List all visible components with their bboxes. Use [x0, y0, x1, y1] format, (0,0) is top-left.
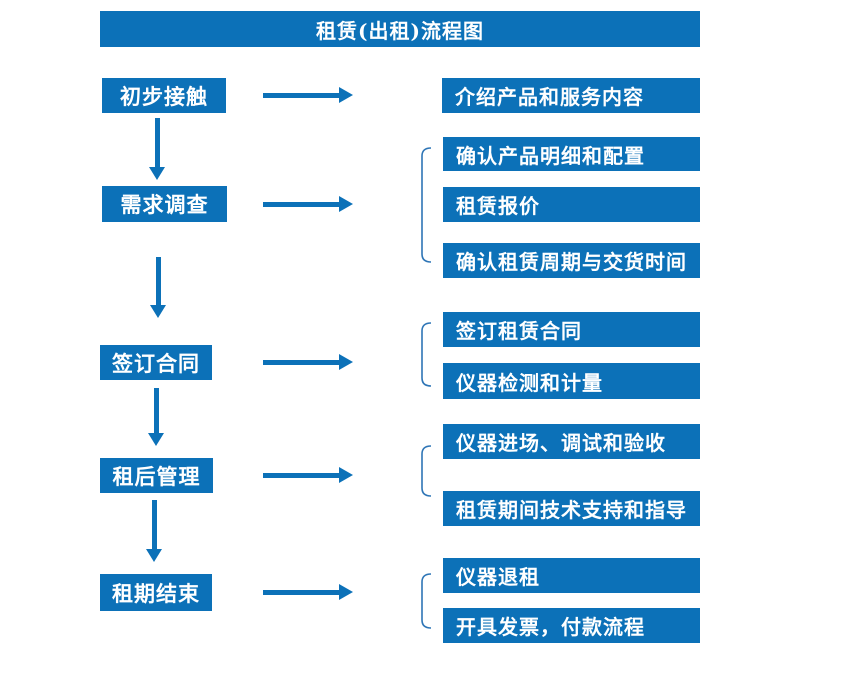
- arrow-head: [339, 584, 353, 600]
- down-arrow-icon: [150, 257, 166, 318]
- arrow-shaft: [151, 500, 157, 549]
- step-box-lease-end: 租期结束: [100, 574, 212, 611]
- arrow-shaft: [263, 201, 340, 207]
- arrow-shaft: [263, 359, 340, 365]
- arrow-head: [148, 433, 164, 446]
- arrow-shaft: [155, 257, 161, 305]
- detail-box-rental-tech-support-guidance: 租赁期间技术支持和指导: [443, 491, 700, 526]
- flowchart-title: 租赁(出租)流程图: [316, 18, 484, 43]
- step-box-initial-contact: 初步接触: [102, 78, 226, 113]
- detail-box-sign-rental-contract: 签订租赁合同: [443, 312, 700, 347]
- down-arrow-icon: [146, 500, 162, 562]
- group-bracket-icon: [421, 445, 432, 497]
- arrow-shaft: [153, 388, 159, 433]
- right-arrow-icon: [263, 354, 353, 370]
- detail-box-instrument-return: 仪器退租: [443, 558, 700, 593]
- group-bracket-icon: [421, 322, 432, 387]
- detail-box-invoice-payment-process: 开具发票，付款流程: [443, 608, 700, 643]
- arrow-head: [146, 549, 162, 562]
- arrow-shaft: [263, 472, 340, 478]
- arrow-head: [150, 305, 166, 318]
- detail-box-confirm-period-delivery: 确认租赁周期与交货时间: [443, 243, 700, 278]
- arrow-head: [339, 196, 353, 212]
- detail-box-confirm-product-details-config: 确认产品明细和配置: [443, 137, 700, 171]
- down-arrow-icon: [149, 118, 165, 180]
- arrow-head: [339, 87, 353, 103]
- step-box-post-rental-management: 租后管理: [100, 458, 213, 493]
- detail-box-instrument-testing-metering: 仪器检测和计量: [443, 363, 700, 399]
- step-box-sign-contract: 签订合同: [100, 345, 212, 380]
- right-arrow-icon: [263, 584, 353, 600]
- arrow-shaft: [263, 589, 340, 595]
- arrow-shaft: [263, 92, 340, 98]
- title-bar: 租赁(出租)流程图: [100, 11, 700, 47]
- right-arrow-icon: [263, 87, 353, 103]
- arrow-shaft: [154, 118, 160, 167]
- detail-box-instrument-entry-debug-acceptance: 仪器进场、调试和验收: [443, 424, 700, 459]
- arrow-head: [339, 467, 353, 483]
- arrow-head: [339, 354, 353, 370]
- detail-box-introduce-products-services: 介绍产品和服务内容: [442, 78, 700, 113]
- group-bracket-icon: [421, 573, 432, 629]
- arrow-head: [149, 167, 165, 180]
- step-box-demand-survey: 需求调查: [102, 186, 227, 222]
- group-bracket-icon: [421, 147, 432, 263]
- detail-box-rental-quote: 租赁报价: [443, 187, 700, 222]
- right-arrow-icon: [263, 196, 353, 212]
- down-arrow-icon: [148, 388, 164, 446]
- right-arrow-icon: [263, 467, 353, 483]
